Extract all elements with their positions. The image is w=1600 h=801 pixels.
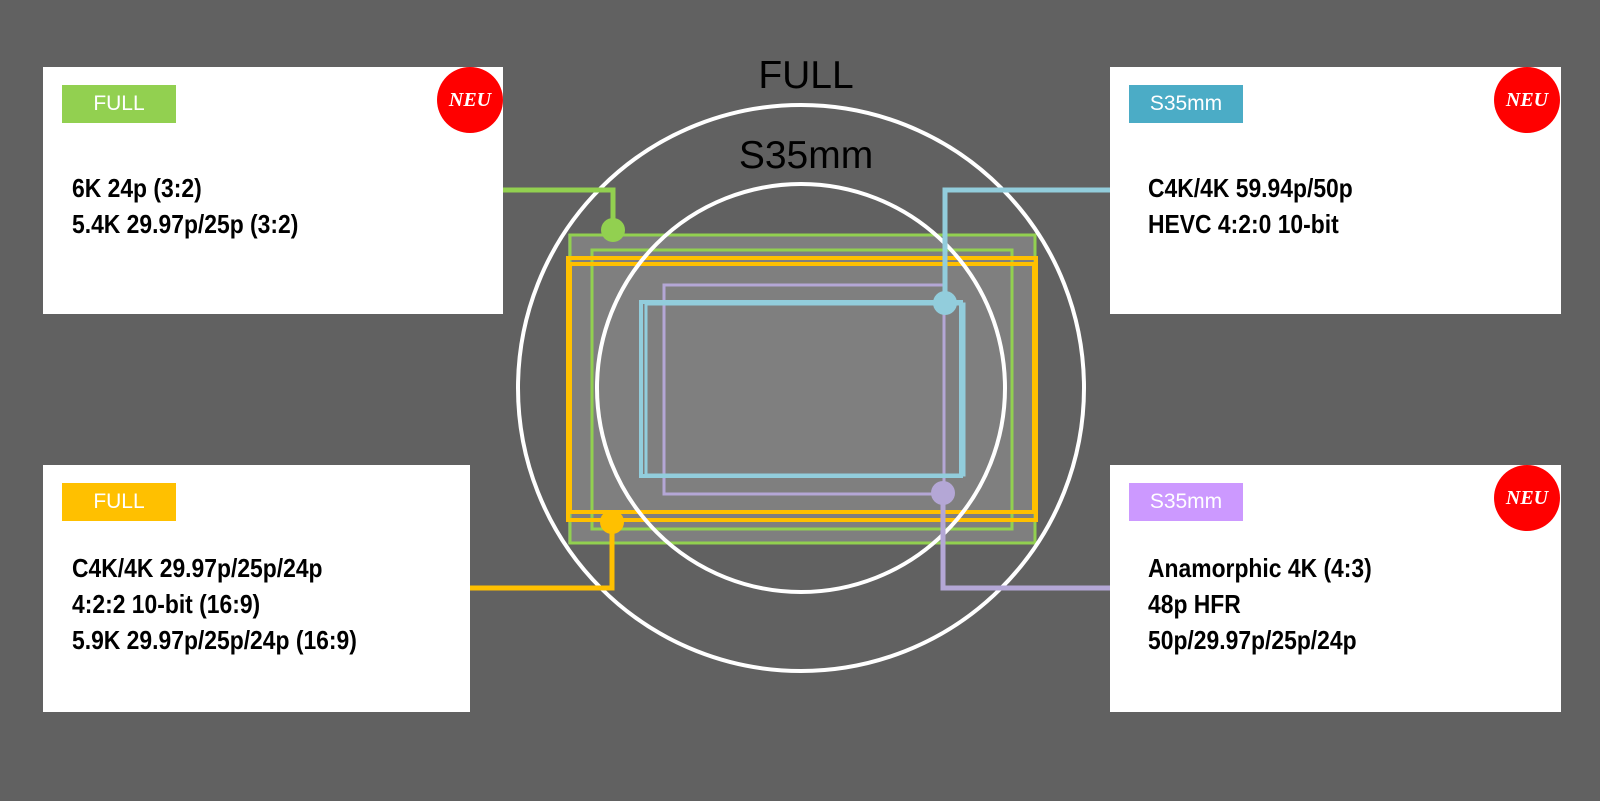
spec-line: HEVC 4:2:0 10-bit (1148, 209, 1339, 239)
spec-line: 4:2:2 10-bit (16:9) (72, 589, 261, 619)
card-s35-c4k-text: C4K/4K 59.94p/50p HEVC 4:2:0 10-bit (1148, 170, 1353, 242)
spec-line: 5.4K 29.97p/25p (3:2) (72, 209, 299, 239)
spec-line: Anamorphic 4K (4:3) (1148, 553, 1372, 583)
tag-s35-blue: S35mm (1129, 85, 1243, 123)
connector-dot-blue (933, 291, 957, 315)
tag-s35-purple: S35mm (1129, 483, 1243, 521)
neu-badge: NEU (1494, 67, 1560, 133)
connector-green (470, 187, 616, 230)
spec-line: C4K/4K 59.94p/50p (1148, 173, 1353, 203)
full-frame-label: FULL (758, 54, 854, 97)
spec-line: C4K/4K 29.97p/25p/24p (72, 553, 323, 583)
spec-line: 5.9K 29.97p/25p/24p (16:9) (72, 625, 357, 655)
connector-purple (940, 493, 1110, 591)
tag-full-green: FULL (62, 85, 176, 123)
s35-circle (595, 182, 1007, 594)
card-full-6k-text: 6K 24p (3:2) 5.4K 29.97p/25p (3:2) (72, 170, 298, 242)
frame-s35-4k (644, 302, 966, 477)
neu-badge: NEU (437, 67, 503, 133)
sensor-area (568, 234, 1036, 544)
frame-5-4k (590, 248, 1014, 531)
s35-label: S35mm (738, 134, 874, 177)
tag-full-yellow: FULL (62, 483, 176, 521)
card-full-16x9-text: C4K/4K 29.97p/25p/24p 4:2:2 10-bit (16:9… (72, 550, 357, 658)
frame-c4k-16x9 (568, 262, 1036, 514)
connector-blue (942, 187, 1110, 303)
connector-yellow (470, 522, 615, 591)
card-s35-anamorphic-text: Anamorphic 4K (4:3) 48p HFR 50p/29.97p/2… (1148, 550, 1372, 658)
full-frame-circle (516, 103, 1086, 673)
neu-badge: NEU (1494, 465, 1560, 531)
connector-dot-green (601, 218, 625, 242)
spec-line: 50p/29.97p/25p/24p (1148, 625, 1357, 655)
spec-line: 48p HFR (1148, 589, 1241, 619)
spec-line: 6K 24p (3:2) (72, 173, 202, 203)
connector-dot-yellow (600, 510, 624, 534)
connector-dot-purple (931, 481, 955, 505)
frame-anamorphic-4x3 (662, 283, 946, 496)
